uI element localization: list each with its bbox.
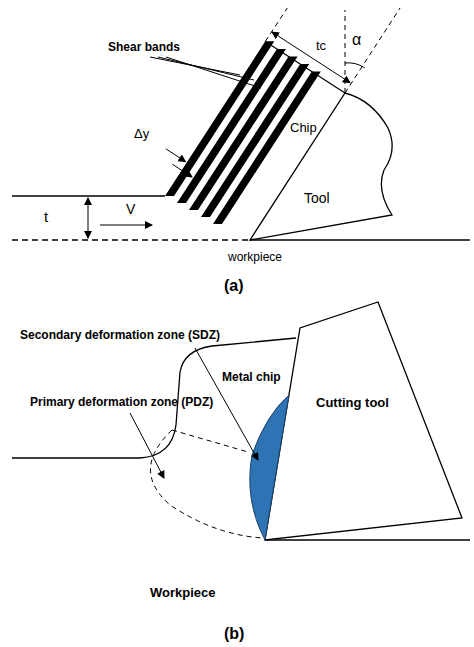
chip-outline — [12, 338, 296, 458]
part-label: workpiece — [228, 250, 282, 264]
dimension-label: Δy — [134, 126, 149, 142]
pdz-outline — [150, 430, 263, 538]
zone-label: Primary deformation zone (PDZ) — [30, 395, 213, 409]
angle-arc — [345, 63, 365, 68]
sdz-region — [250, 395, 289, 540]
shear-bands — [165, 41, 321, 224]
leader-line — [166, 57, 261, 88]
dashed-line — [345, 8, 400, 93]
part-label: Metal chip — [222, 370, 281, 384]
part-label: Cutting tool — [316, 395, 389, 411]
machined-surface — [250, 239, 470, 240]
figure-label: (b) — [224, 624, 244, 643]
machined-surface — [265, 539, 470, 540]
spacing-arrow — [172, 164, 192, 177]
orthogonal-cutting-figure — [12, 8, 470, 240]
spacing-arrow — [166, 149, 186, 162]
dimension-label: tc — [316, 38, 326, 54]
dashed-line — [265, 8, 287, 41]
workpiece-surface — [12, 195, 165, 196]
angle-label: α — [352, 30, 361, 49]
leader-line — [158, 57, 254, 80]
vertical-reference — [345, 10, 346, 93]
leader-arrow — [130, 413, 164, 478]
shear-band — [201, 64, 309, 217]
part-label: Shear bands — [108, 40, 180, 54]
part-label: Chip — [290, 120, 317, 136]
velocity-arrow — [100, 224, 152, 225]
part-label: Tool — [304, 190, 330, 207]
velocity-label: V — [126, 201, 135, 218]
dimension-label: t — [44, 208, 48, 226]
cut-depth-line — [12, 239, 250, 240]
zone-label: Secondary deformation zone (SDZ) — [20, 328, 220, 342]
part-label: Workpiece — [150, 585, 216, 601]
deformation-zones-figure — [12, 302, 470, 540]
cutting-tool-outline — [265, 302, 462, 540]
thickness-arrow — [272, 32, 350, 83]
depth-arrow — [88, 198, 89, 238]
figure-label: (a) — [224, 276, 244, 295]
